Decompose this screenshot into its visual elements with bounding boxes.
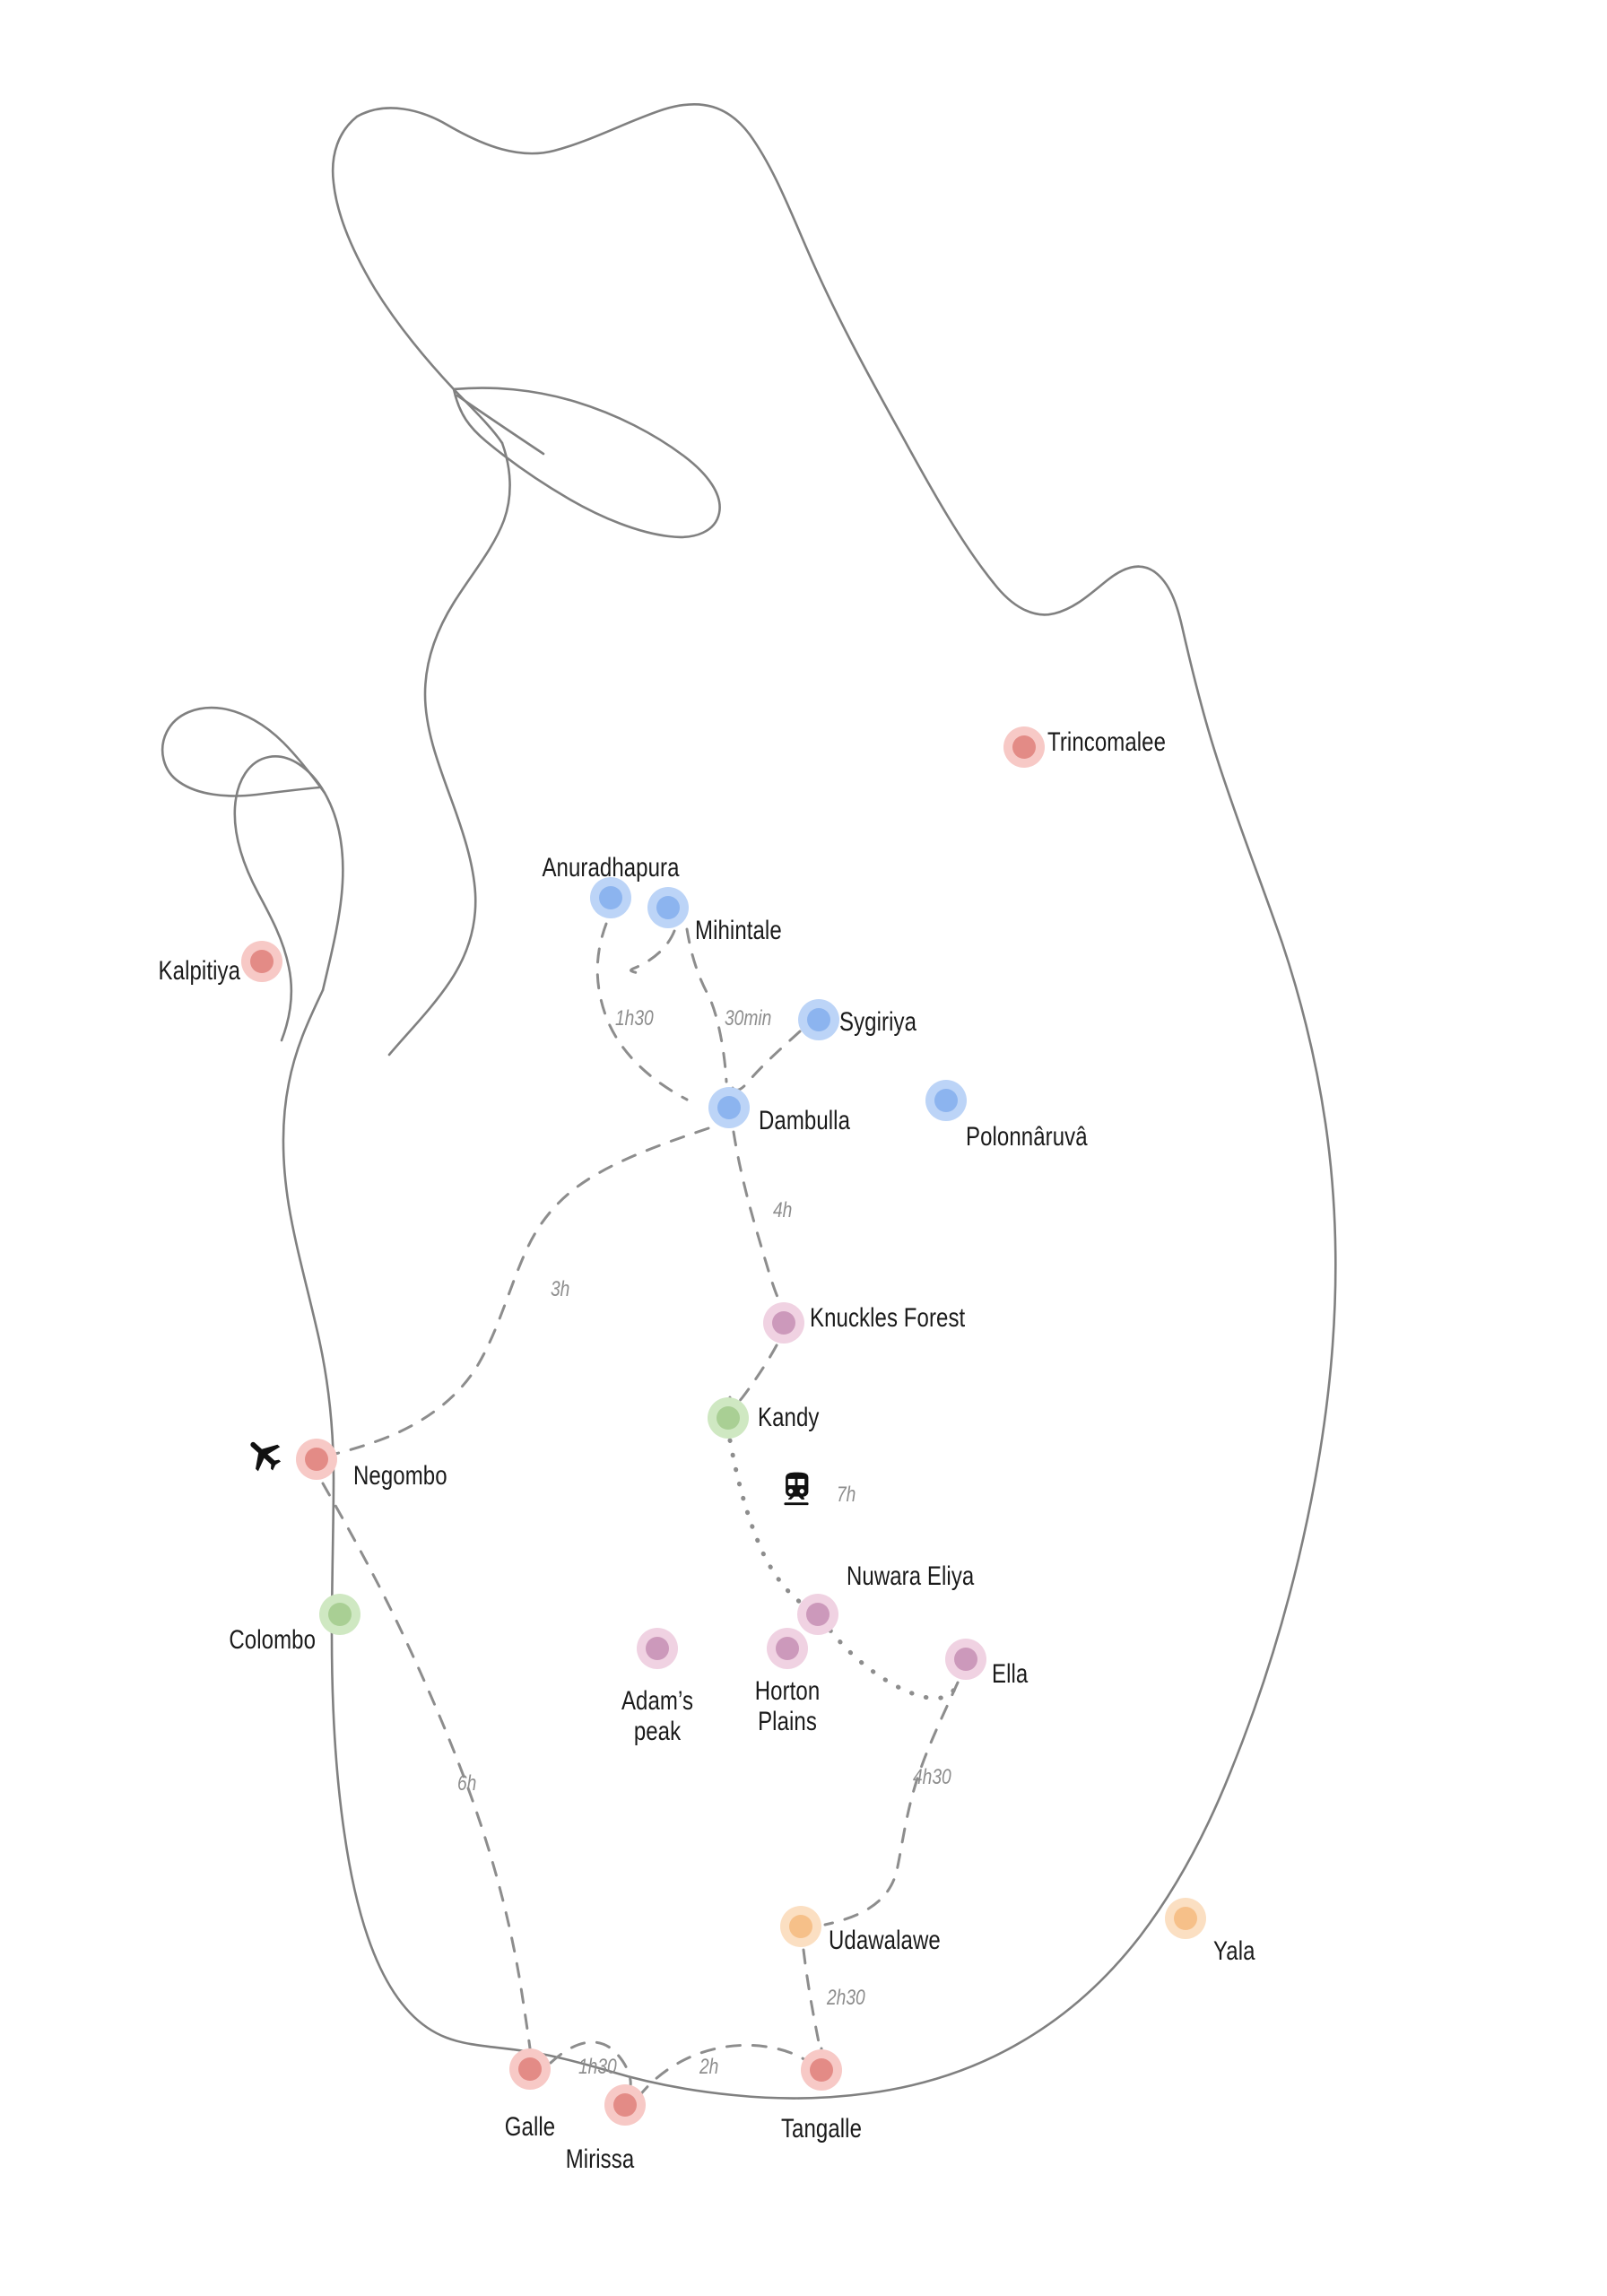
marker-core [518, 2057, 542, 2081]
route-duration-negombo-galle: 6h [457, 1771, 477, 1796]
route-ella-udawalawe[interactable] [823, 1681, 960, 1926]
marker-core [646, 1637, 669, 1660]
marker-core [328, 1603, 352, 1626]
marker-core [656, 896, 680, 919]
place-label-polonnaruva: Polonnâruvâ [966, 1122, 1088, 1152]
map-marker-ella[interactable] [945, 1639, 986, 1680]
route-negombo-galle[interactable] [321, 1482, 532, 2050]
place-label-galle: Galle [504, 2112, 556, 2142]
map-marker-udawalawe[interactable] [780, 1906, 821, 1947]
place-label-knuckles: Knuckles Forest [810, 1303, 966, 1333]
route-duration-dambulla-negombo: 3h [551, 1277, 570, 1301]
marker-core [613, 2093, 637, 2117]
marker-core [776, 1637, 799, 1660]
map-marker-polonnaruva[interactable] [925, 1080, 967, 1121]
marker-core [954, 1648, 977, 1671]
route-duration-dambulla-knuckles: 4h [773, 1198, 793, 1222]
route-dambulla-negombo[interactable] [326, 1126, 710, 1457]
marker-core [250, 950, 274, 973]
map-marker-adams_peak[interactable] [637, 1628, 678, 1669]
place-label-horton_plains: Horton Plains [754, 1676, 821, 1736]
marker-core [807, 1008, 830, 1031]
route-mihintale-dambulla[interactable] [685, 927, 728, 1083]
train-icon [777, 1469, 816, 1509]
place-label-trincomalee: Trincomalee [1047, 727, 1167, 757]
place-label-mirissa: Mirissa [565, 2144, 635, 2174]
routes-group [321, 922, 960, 2099]
place-label-kandy: Kandy [758, 1403, 820, 1432]
map-marker-kandy[interactable] [708, 1397, 749, 1439]
map-marker-mihintale[interactable] [647, 887, 689, 928]
route-duration-mirissa-tangalle: 2h [699, 2055, 719, 2079]
place-label-colombo: Colombo [229, 1625, 316, 1655]
route-duration-anuradhapura-dambulla: 1h30 [615, 1006, 654, 1031]
airplane-icon [244, 1433, 285, 1474]
map-marker-dambulla[interactable] [708, 1087, 750, 1128]
marker-core [599, 886, 622, 909]
map-marker-yala[interactable] [1165, 1898, 1206, 1939]
route-galle-mirissa[interactable] [549, 2040, 632, 2092]
place-label-ella: Ella [992, 1659, 1029, 1689]
marker-core [934, 1089, 958, 1112]
route-mihintale-sygiriya[interactable] [630, 929, 676, 976]
route-duration-udawalawe-tangalle: 2h30 [827, 1986, 865, 2010]
route-knuckles-kandy[interactable] [728, 1344, 778, 1407]
coastline-group [161, 102, 1337, 2100]
place-label-udawalawe: Udawalawe [829, 1926, 941, 1955]
northwest-coast [331, 115, 504, 445]
route-duration-ella-udawalawe: 4h30 [913, 1765, 951, 1789]
map-marker-kalpitiya[interactable] [241, 941, 282, 982]
marker-core [810, 2058, 833, 2082]
map-marker-anuradhapura[interactable] [590, 877, 631, 918]
marker-core [789, 1915, 812, 1938]
route-mirissa-tangalle[interactable] [637, 2043, 811, 2099]
kalpitiya-lagoon [233, 755, 344, 1042]
map-marker-sygiriya[interactable] [798, 999, 839, 1040]
route-duration-mihintale-sygiriya: 30min [725, 1006, 772, 1031]
route-anuradhapura-dambulla[interactable] [595, 922, 689, 1101]
place-label-sygiriya: Sygiriya [839, 1007, 916, 1037]
place-label-negombo: Negombo [353, 1461, 447, 1491]
marker-core [717, 1406, 740, 1430]
map-marker-colombo[interactable] [319, 1594, 360, 1635]
route-duration-galle-mirissa: 1h30 [578, 2055, 617, 2079]
map-marker-tangalle[interactable] [801, 2049, 842, 2091]
place-label-tangalle: Tangalle [780, 2114, 863, 2144]
map-marker-knuckles[interactable] [763, 1302, 804, 1344]
map-marker-nuwara_eliya[interactable] [797, 1594, 838, 1635]
place-label-yala: Yala [1213, 1936, 1255, 1966]
place-label-dambulla: Dambulla [759, 1106, 851, 1135]
jaffna-lagoon [452, 387, 721, 539]
route-nuwara-eliya-ella[interactable] [828, 1628, 959, 1701]
coastline-outline [282, 102, 1337, 2100]
marker-core [717, 1096, 741, 1119]
map-marker-mirissa[interactable] [604, 2084, 646, 2126]
route-udawalawe-tangalle[interactable] [802, 1948, 823, 2056]
markers-group [241, 726, 1206, 2126]
map-marker-galle[interactable] [509, 2048, 551, 2090]
marker-core [1012, 735, 1036, 759]
route-kandy-nuwara-eliya[interactable] [727, 1438, 813, 1612]
place-label-mihintale: Mihintale [695, 916, 782, 945]
puttalam-inlet [161, 706, 326, 797]
jaffna-spit [456, 394, 545, 456]
place-label-anuradhapura: Anuradhapura [542, 853, 680, 883]
route-duration-kandy-nuwara-eliya: 7h [837, 1483, 856, 1507]
west-coast-bay [387, 441, 511, 1057]
route-sygiriya-dambulla[interactable] [728, 1030, 802, 1091]
marker-core [772, 1311, 795, 1335]
map-marker-horton_plains[interactable] [767, 1628, 808, 1669]
marker-core [1174, 1907, 1197, 1930]
marker-core [305, 1448, 328, 1471]
place-label-nuwara_eliya: Nuwara Eliya [847, 1561, 975, 1591]
marker-core [806, 1603, 830, 1626]
place-label-kalpitiya: Kalpitiya [158, 956, 240, 986]
place-label-adams_peak: Adam’s peak [621, 1686, 694, 1746]
map-marker-trincomalee[interactable] [1003, 726, 1045, 768]
route-dambulla-knuckles[interactable] [732, 1130, 782, 1304]
map-marker-negombo[interactable] [296, 1439, 337, 1480]
